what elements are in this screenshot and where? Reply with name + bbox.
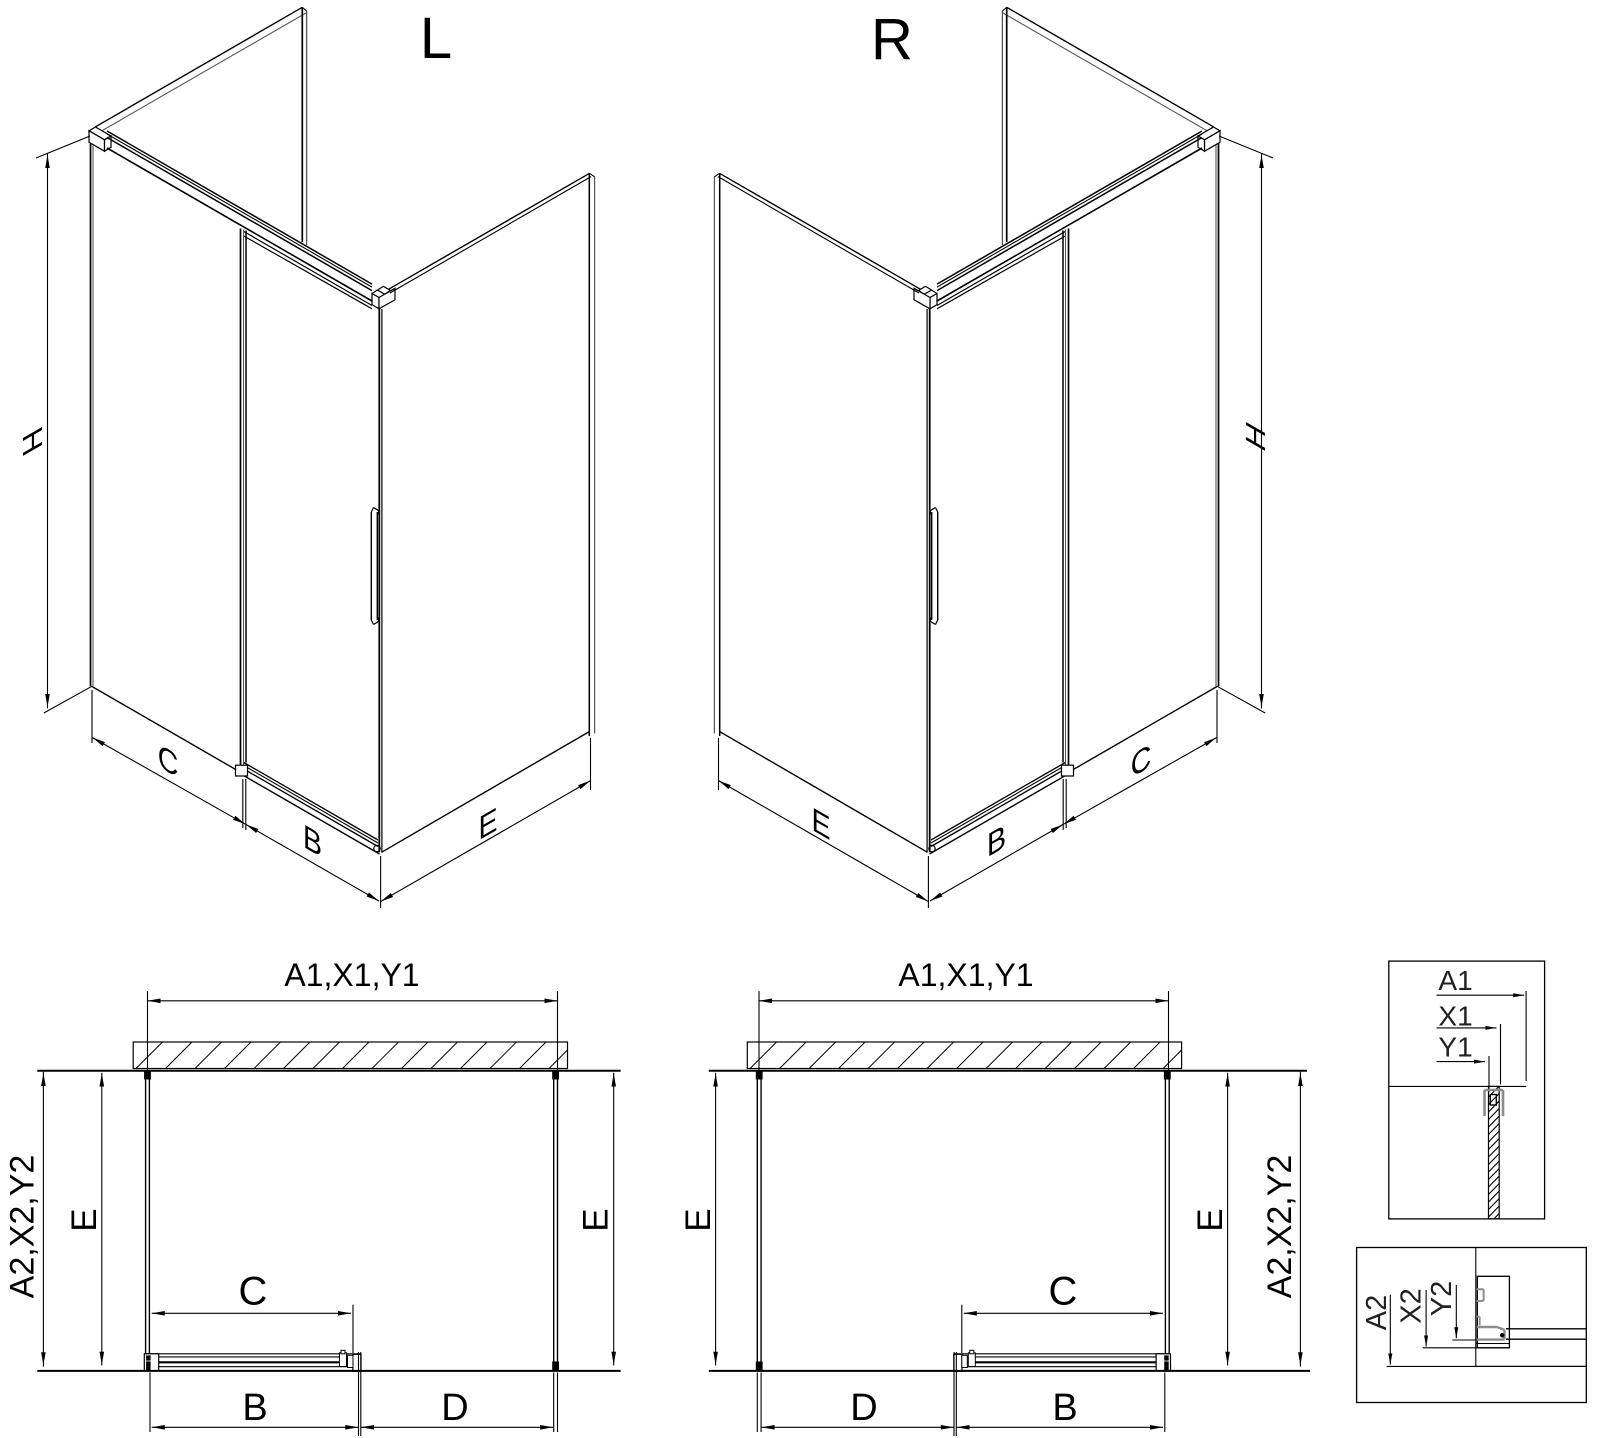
- svg-text:Y2: Y2: [1426, 1281, 1458, 1316]
- svg-text:A1,X1,Y1: A1,X1,Y1: [898, 957, 1033, 993]
- svg-text:C: C: [239, 1270, 268, 1314]
- svg-text:E: E: [679, 1208, 718, 1231]
- svg-text:A2,X2,Y2: A2,X2,Y2: [1261, 1155, 1299, 1299]
- svg-text:C: C: [1049, 1270, 1078, 1314]
- svg-text:L: L: [420, 6, 452, 71]
- svg-text:B: B: [1052, 1387, 1077, 1429]
- svg-text:X2: X2: [1396, 1288, 1428, 1323]
- svg-text:B: B: [242, 1387, 267, 1429]
- svg-text:A1: A1: [1438, 965, 1472, 996]
- svg-text:E: E: [577, 1208, 616, 1231]
- svg-text:B: B: [303, 816, 322, 864]
- svg-text:X1: X1: [1438, 1001, 1472, 1032]
- svg-text:E: E: [1191, 1208, 1230, 1231]
- svg-text:D: D: [441, 1387, 468, 1429]
- svg-text:B: B: [987, 816, 1006, 864]
- svg-text:E: E: [478, 799, 497, 847]
- svg-text:Y1: Y1: [1438, 1032, 1472, 1063]
- svg-text:A2,X2,Y2: A2,X2,Y2: [4, 1155, 42, 1299]
- svg-text:E: E: [811, 799, 830, 847]
- svg-text:R: R: [871, 7, 913, 72]
- svg-text:C: C: [1131, 736, 1152, 785]
- svg-text:A2: A2: [1361, 1295, 1393, 1330]
- svg-text:C: C: [158, 736, 179, 785]
- svg-text:A1,X1,Y1: A1,X1,Y1: [284, 957, 419, 993]
- svg-text:D: D: [850, 1387, 877, 1429]
- svg-text:E: E: [65, 1208, 104, 1231]
